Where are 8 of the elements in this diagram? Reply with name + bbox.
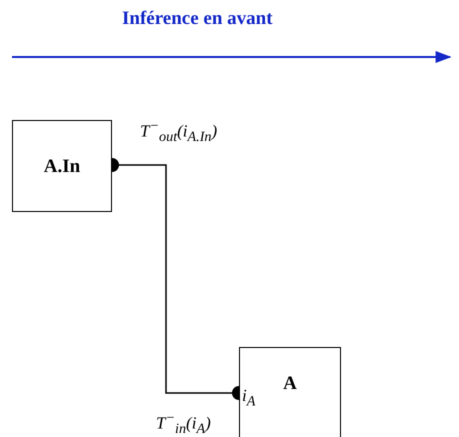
component-box [239,347,341,437]
direction-label: Inférence en avant [122,8,273,30]
port-label: T$^{−}$$_{in}$(i$_{A}$) [156,410,211,437]
component-name: A.In [44,156,80,179]
component-name: A [283,373,297,396]
component-box [12,120,112,212]
port-label: T$^{−}$$_{out}$(i$_{A.In}$) [140,118,218,146]
port-label: i$_{A}$ [242,386,256,410]
